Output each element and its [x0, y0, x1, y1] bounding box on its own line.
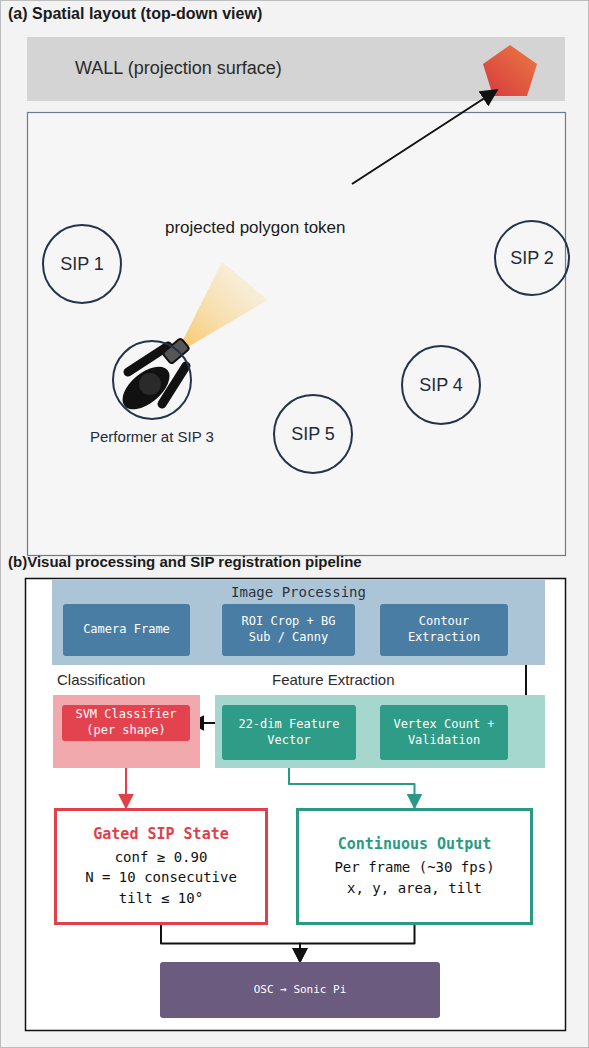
process-box: Camera Frame [63, 604, 190, 656]
stage-band: Image ProcessingCamera Frame ROI Crop + B… [52, 580, 545, 665]
box-label: 22-dim Feature Vector [230, 717, 348, 748]
output-target-box: OSC → Sonic Pi [160, 962, 440, 1018]
box-heading: Gated SIP State [93, 825, 228, 843]
room-outline [28, 113, 566, 556]
box-body-line: x, y, area, tilt [347, 878, 482, 898]
box-label: SVM Classifier (per shape) [70, 707, 182, 738]
pipeline-panel [26, 579, 566, 1031]
wall-band: WALL (projection surface) [27, 37, 565, 101]
wall-band [27, 37, 565, 101]
band-heading: Classification [57, 671, 145, 688]
connector-arrow [300, 925, 415, 962]
annotation-label: projected polygon token [165, 218, 346, 238]
box-label: Camera Frame [83, 622, 170, 638]
process-box: ROI Crop + BG Sub / Canny [222, 604, 355, 656]
band-heading: Image Processing [52, 580, 545, 600]
sip-circle: Performer at SIP 3 [112, 340, 192, 420]
sip-circle: SIP 5 [273, 394, 353, 474]
connector-arrow [161, 925, 300, 962]
panel-title: (a) Spatial layout (top-down view) [8, 5, 262, 23]
box-body-line: Per frame (~30 fps) [334, 857, 494, 877]
box-label: WALL (projection surface) [75, 57, 282, 80]
box-label: ROI Crop + BG Sub / Canny [230, 614, 347, 645]
box-body-line: N = 10 consecutive [85, 867, 237, 887]
box-label: Contour Extraction [388, 614, 500, 645]
sip-label: Performer at SIP 3 [90, 428, 214, 445]
box-body-line: tilt ≤ 10° [119, 888, 203, 908]
sip-circle: SIP 2 [494, 220, 570, 296]
sip-circle: SIP 4 [401, 345, 481, 425]
sip-label: SIP 4 [419, 375, 463, 396]
process-box: 22-dim Feature Vector [222, 705, 356, 760]
sip-label: SIP 5 [291, 424, 335, 445]
state-box: Gated SIP State conf ≥ 0.90N = 10 consecu… [54, 808, 268, 925]
classifier-box: SVM Classifier (per shape) [62, 705, 190, 741]
box-label: OSC → Sonic Pi [254, 983, 347, 997]
box-heading: Continuous Output [338, 835, 492, 853]
polygon-token [483, 45, 537, 96]
band-heading: Feature Extraction [272, 671, 395, 688]
sip-label: SIP 2 [510, 248, 554, 269]
box-body-line: conf ≥ 0.90 [115, 847, 208, 867]
panel-title: (b)Visual processing and SIP registratio… [8, 553, 362, 570]
performer-figure [115, 338, 190, 418]
light-cone [176, 262, 268, 354]
box-label: Vertex Count + Validation [388, 717, 500, 748]
stage-band: Feature ExtractionVertex Count + Validat… [215, 695, 545, 768]
sip-circle: SIP 1 [42, 224, 122, 304]
output-box: Continuous OutputPer frame (~30 fps)x, y… [296, 808, 533, 925]
process-box: Vertex Count + Validation [380, 705, 508, 760]
process-box: Contour Extraction [380, 604, 508, 656]
sip-label: SIP 1 [60, 254, 104, 275]
projection-arrow [352, 90, 497, 184]
stage-band: ClassificationSVM Classifier (per shape) [53, 695, 200, 768]
